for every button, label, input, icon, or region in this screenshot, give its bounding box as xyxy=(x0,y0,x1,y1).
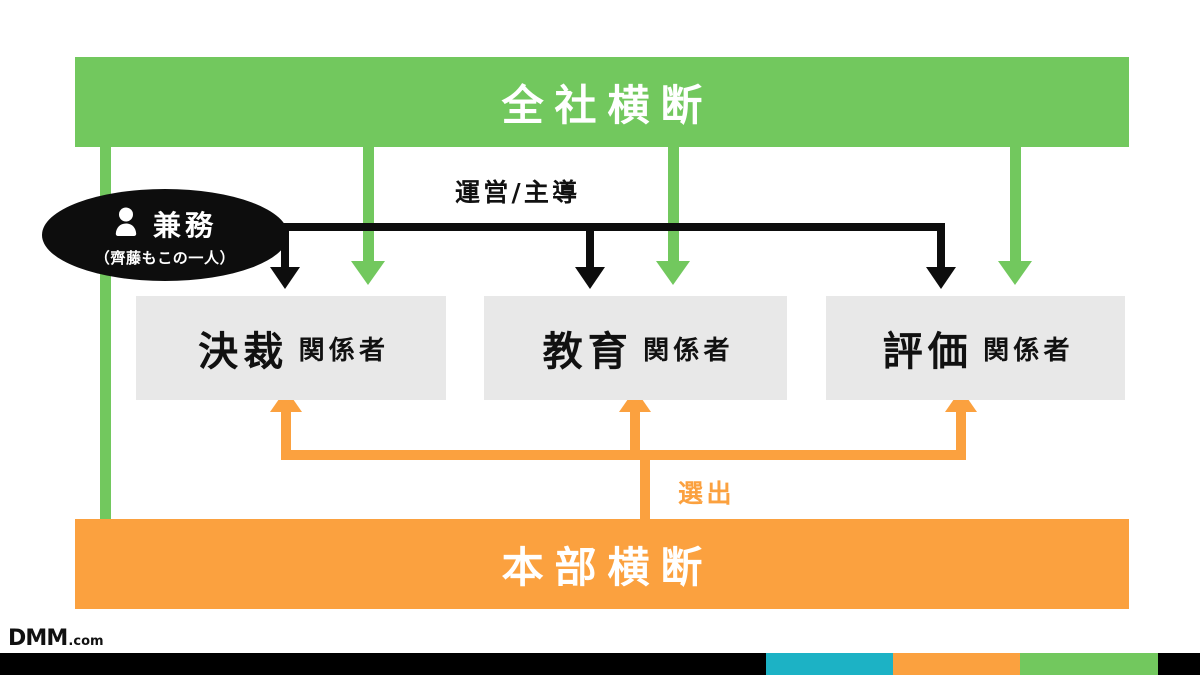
footer-segment-black-left xyxy=(0,653,766,675)
role-box-education-main: 教育 xyxy=(542,329,633,375)
role-box-decision-main: 決裁 xyxy=(198,329,289,375)
badge-title: 兼務 xyxy=(153,209,217,242)
footer-segment-orange xyxy=(893,653,1020,675)
black-arrowhead-2 xyxy=(575,267,605,289)
black-connector-stem-1 xyxy=(281,223,289,269)
role-box-education: 教育 関係者 xyxy=(484,296,787,400)
green-connector-line-2 xyxy=(668,147,679,263)
bottom-banner-division-wide: 本部横断 xyxy=(75,519,1129,609)
role-box-decision: 決裁 関係者 xyxy=(136,296,446,400)
orange-connector-riser-3 xyxy=(956,410,966,455)
top-banner-label: 全社横断 xyxy=(501,80,714,130)
green-arrowhead-3 xyxy=(998,261,1032,285)
black-arrowhead-3 xyxy=(926,267,956,289)
role-box-evaluation-sub: 関係者 xyxy=(983,335,1074,366)
black-connector-stem-2 xyxy=(586,223,594,269)
person-icon xyxy=(113,206,139,242)
orange-connector-line-center-stem xyxy=(640,450,650,520)
footer-segment-black-right xyxy=(1158,653,1200,675)
top-banner-company-wide: 全社横断 xyxy=(75,57,1129,147)
role-box-evaluation: 評価 関係者 xyxy=(826,296,1125,400)
dmm-logo-suffix: .com xyxy=(68,634,104,649)
green-arrowhead-2 xyxy=(656,261,690,285)
footer-segment-cyan xyxy=(766,653,893,675)
connector-label-operate: 運営/主導 xyxy=(455,178,581,207)
badge-title-row: 兼務 xyxy=(113,204,217,244)
green-connector-line-3 xyxy=(1010,147,1021,263)
bottom-banner-label: 本部横断 xyxy=(501,542,714,592)
dmm-logo: DMM .com xyxy=(8,626,104,651)
role-box-education-sub: 関係者 xyxy=(643,335,734,366)
black-arrowhead-1 xyxy=(270,267,300,289)
green-connector-line-far-left xyxy=(100,147,111,520)
orange-connector-riser-1 xyxy=(281,410,291,455)
orange-connector-riser-2 xyxy=(630,410,640,455)
connector-label-select: 選出 xyxy=(678,479,736,508)
footer-color-bar xyxy=(0,653,1200,675)
badge-concurrent-post: 兼務 （齊藤もこの一人） xyxy=(42,189,288,281)
orange-connector-horizontal xyxy=(281,450,966,460)
footer-segment-green xyxy=(1020,653,1158,675)
green-connector-line-1 xyxy=(363,147,374,263)
role-box-decision-sub: 関係者 xyxy=(298,335,390,366)
dmm-logo-main: DMM xyxy=(8,626,68,651)
black-connector-horizontal xyxy=(150,223,945,231)
role-box-evaluation-main: 評価 xyxy=(882,329,973,375)
green-arrowhead-1 xyxy=(351,261,385,285)
black-connector-stem-3 xyxy=(937,223,945,269)
badge-subtitle: （齊藤もこの一人） xyxy=(94,249,236,267)
